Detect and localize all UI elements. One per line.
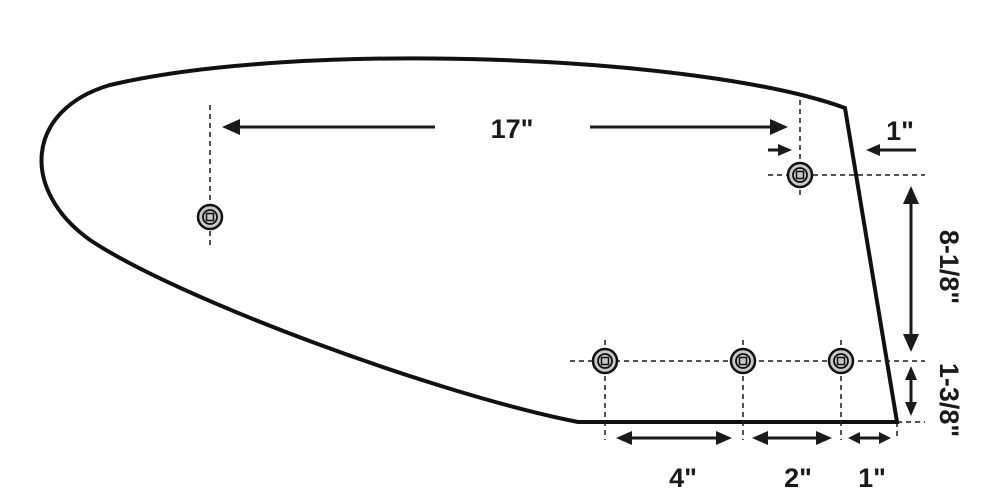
- hole-bottom-3: [827, 347, 855, 375]
- label-2-inch: 2": [784, 463, 812, 493]
- reference-lines: [209, 100, 925, 440]
- label-1-inch-bottom: 1": [858, 463, 886, 493]
- dimension-top-1: 1": [768, 116, 916, 156]
- dimension-1-3-8: 1-3/8": [905, 363, 964, 437]
- hole-left: [196, 203, 224, 231]
- hole-bottom-2: [729, 347, 757, 375]
- label-17-inch: 17": [491, 114, 534, 144]
- label-4-inch: 4": [669, 463, 697, 493]
- dimension-bottom-1: 1": [848, 432, 891, 493]
- dimension-bottom-4: 4": [616, 431, 732, 493]
- dimension-bottom-2: 2": [752, 431, 832, 493]
- dimension-17: 17": [222, 114, 788, 144]
- dimension-8-1-8: 8-1/8": [903, 186, 964, 352]
- plate-outline: [39, 56, 900, 424]
- hole-top-right: [786, 161, 814, 189]
- label-1-inch-top: 1": [886, 116, 914, 146]
- hole-bottom-1: [591, 347, 619, 375]
- label-8-1-8-inch: 8-1/8": [934, 230, 964, 304]
- label-1-3-8-inch: 1-3/8": [934, 363, 964, 437]
